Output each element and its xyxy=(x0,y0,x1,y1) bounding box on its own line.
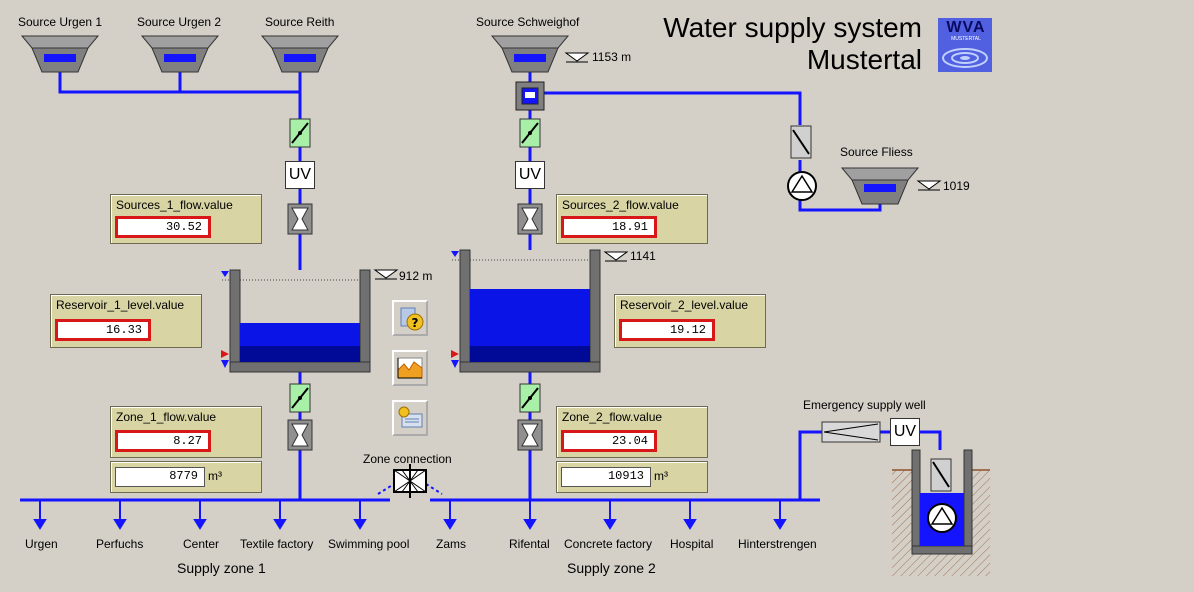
elevation-markers xyxy=(373,52,942,280)
zone2-volume-unit: m³ xyxy=(654,469,668,483)
valve-zone1-outlet[interactable] xyxy=(289,383,311,413)
elevation-schweighof: 1153 m xyxy=(592,50,632,64)
zone1-volume-value[interactable]: 8779 xyxy=(115,467,205,487)
trend-chart-icon xyxy=(397,357,423,379)
panel-sources2-label: Sources_2_flow.value xyxy=(562,198,679,212)
distribution-chamber[interactable] xyxy=(515,81,545,111)
consumer-hinterstrengen: Hinterstrengen xyxy=(738,537,817,551)
sources2-flow-value[interactable]: 18.91 xyxy=(561,216,657,238)
uv-unit-zone2[interactable]: UV xyxy=(515,161,545,189)
valve-fliess[interactable] xyxy=(790,125,812,159)
zone2-consumer-arrows xyxy=(443,500,787,530)
logo-subtext: MUSTERTAL xyxy=(951,36,981,42)
panel-reservoir1-label: Reservoir_1_level.value xyxy=(56,298,185,312)
valve-zone2-inlet[interactable] xyxy=(519,118,541,148)
emergency-pipe-reducer xyxy=(821,421,881,443)
source-label-urgen1: Source Urgen 1 xyxy=(18,15,103,29)
consumer-zams: Zams xyxy=(436,537,466,551)
sources1-flow-value[interactable]: 30.52 xyxy=(115,216,211,238)
uv-unit-zone1[interactable]: UV xyxy=(285,161,315,189)
consumer-textile-factory: Textile factory xyxy=(240,537,314,551)
source-basin-urgen2[interactable] xyxy=(140,35,220,73)
title-line1: Water supply system xyxy=(663,12,922,43)
source-label-fliess: Source Fliess xyxy=(840,145,913,159)
help-icon: ? xyxy=(400,307,424,331)
emergency-well[interactable] xyxy=(892,449,990,576)
source-basin-fliess[interactable] xyxy=(840,167,920,205)
panel-sources1-label: Sources_1_flow.value xyxy=(116,198,233,212)
flowmeter-sources1[interactable] xyxy=(287,203,313,235)
trend-button[interactable] xyxy=(392,350,428,386)
logo-text: WVA xyxy=(946,19,986,36)
source-basin-schweighof[interactable] xyxy=(490,35,570,73)
source-label-schweighof: Source Schweighof xyxy=(476,15,580,29)
zone1-volume-unit: m³ xyxy=(208,469,222,483)
panel-reservoir2-level: Reservoir_2_level.value 19.12 xyxy=(614,294,766,348)
consumer-hospital: Hospital xyxy=(670,537,714,551)
pump-fliess[interactable] xyxy=(787,171,817,201)
consumer-urgen: Urgen xyxy=(25,537,58,551)
panel-zone2-volume: 10913 m³ xyxy=(556,461,708,493)
zone2-flow-value[interactable]: 23.04 xyxy=(561,430,657,452)
wva-logo xyxy=(938,18,992,72)
zone1-consumer-arrows xyxy=(33,500,367,530)
panel-zone1-volume: 8779 m³ xyxy=(110,461,262,493)
flowmeter-sources2[interactable] xyxy=(517,203,543,235)
supply-zone1-label: Supply zone 1 xyxy=(177,560,266,576)
valve-zone1-inlet[interactable] xyxy=(289,118,311,148)
source-basin-reith[interactable] xyxy=(260,35,340,73)
source-basin-urgen1[interactable] xyxy=(20,35,100,73)
panel-reservoir1-level: Reservoir_1_level.value 16.33 xyxy=(50,294,202,348)
panel-sources2-flow: Sources_2_flow.value 18.91 xyxy=(556,194,708,244)
elevation-reservoir2: 1141 xyxy=(630,249,656,263)
elevation-fliess: 1019 xyxy=(943,179,970,193)
zone1-flow-value[interactable]: 8.27 xyxy=(115,430,211,452)
panel-sources1-flow: Sources_1_flow.value 30.52 xyxy=(110,194,262,244)
consumer-perfuchs: Perfuchs xyxy=(96,537,144,551)
source-label-urgen2: Source Urgen 2 xyxy=(137,15,222,29)
consumer-swimming-pool: Swimming pool xyxy=(328,537,410,551)
uv-unit-emergency[interactable]: UV xyxy=(890,418,920,446)
flowmeter-zone2[interactable] xyxy=(517,419,543,451)
alarm-info-icon xyxy=(398,406,423,428)
supply-zone2-label: Supply zone 2 xyxy=(567,560,656,576)
emergency-well-label: Emergency supply well xyxy=(803,398,926,412)
zone2-volume-value[interactable]: 10913 xyxy=(561,467,651,487)
help-button[interactable]: ? xyxy=(392,300,428,336)
zone-connection-label: Zone connection xyxy=(363,452,452,466)
panel-zone1-flow: Zone_1_flow.value 8.27 xyxy=(110,406,262,458)
zone-connection-valve[interactable] xyxy=(377,464,443,498)
reservoir2-level-value[interactable]: 19.12 xyxy=(619,319,715,341)
panel-reservoir2-label: Reservoir_2_level.value xyxy=(620,298,749,312)
source-label-reith: Source Reith xyxy=(265,15,335,29)
reservoir1-level-value[interactable]: 16.33 xyxy=(55,319,151,341)
elevation-reservoir1: 912 m xyxy=(399,269,433,283)
page-title: Water supply system Mustertal xyxy=(600,12,922,76)
consumer-concrete-factory: Concrete factory xyxy=(564,537,653,551)
svg-text:?: ? xyxy=(412,316,419,330)
alarm-info-button[interactable] xyxy=(392,400,428,436)
title-line2: Mustertal xyxy=(806,44,922,75)
consumer-rifental: Rifental xyxy=(509,537,550,551)
consumer-center: Center xyxy=(183,537,220,551)
panel-zone2-flow: Zone_2_flow.value 23.04 xyxy=(556,406,708,458)
reservoir-1[interactable] xyxy=(221,269,372,373)
panel-zone1-label: Zone_1_flow.value xyxy=(116,410,217,424)
flowmeter-zone1[interactable] xyxy=(287,419,313,451)
reservoir-2[interactable] xyxy=(451,249,602,373)
panel-zone2-label: Zone_2_flow.value xyxy=(562,410,663,424)
valve-zone2-outlet[interactable] xyxy=(519,383,541,413)
